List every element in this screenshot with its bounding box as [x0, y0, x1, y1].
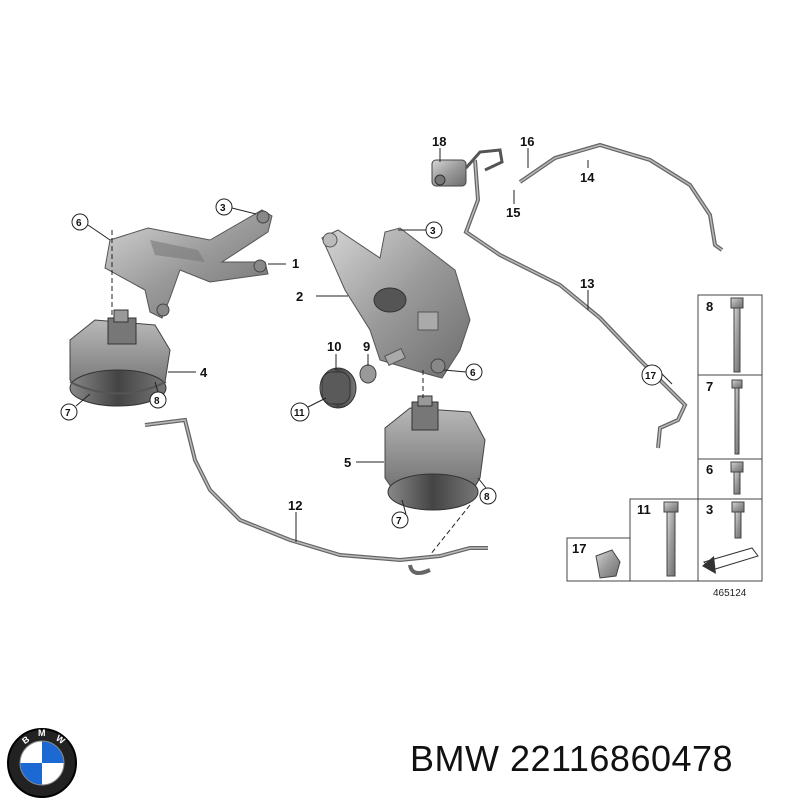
bolt-8-icon [730, 297, 744, 373]
figure-number: 465124 [713, 588, 747, 599]
callout-6-center: 6 [470, 368, 476, 379]
engine-mount-center [384, 370, 486, 511]
callout-17: 17 [645, 371, 657, 382]
legend-label-17: 17 [572, 541, 586, 556]
callout-4: 4 [200, 365, 208, 380]
callouts: 1 2 3 3 4 5 6 6 7 7 8 [60, 134, 673, 542]
callout-11: 11 [294, 408, 305, 419]
part-number: 22116860478 [510, 738, 734, 779]
bolt-7-icon [731, 379, 743, 455]
bracket-left [104, 209, 273, 319]
valve-18 [431, 148, 504, 187]
legend-label-11: 11 [637, 502, 651, 517]
callout-7-left: 7 [65, 408, 71, 419]
callout-10: 10 [327, 339, 341, 354]
callout-16: 16 [520, 134, 534, 149]
hose-13-14 [463, 142, 724, 449]
callout-14: 14 [580, 170, 595, 185]
nut-6-icon [730, 461, 744, 495]
callout-15: 15 [506, 205, 520, 220]
callout-5: 5 [344, 455, 351, 470]
callout-6-left: 6 [76, 218, 82, 229]
callout-18: 18 [432, 134, 446, 149]
callout-9: 9 [363, 339, 370, 354]
fastener-legend: 8 7 6 11 3 17 [566, 294, 763, 599]
hose-12 [144, 417, 488, 576]
direction-arrow-icon [702, 547, 759, 574]
callout-8-left: 8 [154, 396, 160, 407]
engine-mount-left [69, 230, 171, 407]
legend-label-8: 8 [706, 299, 713, 314]
callout-3-center: 3 [430, 226, 436, 237]
legend-label-3: 3 [706, 502, 713, 517]
callout-12: 12 [288, 498, 302, 513]
callout-2: 2 [296, 289, 303, 304]
bolt-3-icon [731, 501, 745, 539]
bracket-center [321, 227, 471, 379]
legend-label-7: 7 [706, 379, 713, 394]
legend-label-6: 6 [706, 462, 713, 477]
clip-17-icon [595, 549, 621, 579]
svg-text:M: M [38, 728, 46, 738]
callout-8-center: 8 [484, 492, 490, 503]
callout-13: 13 [580, 276, 594, 291]
part-title: BMW 22116860478 [410, 738, 733, 780]
callout-1: 1 [292, 256, 299, 271]
callout-3-left: 3 [220, 203, 226, 214]
callout-7-center: 7 [396, 516, 402, 527]
bolt-11-icon [663, 501, 679, 577]
brand-name: BMW [410, 738, 500, 779]
svg-text:B: B [20, 734, 31, 746]
bushing [319, 348, 406, 409]
bmw-logo: B M W [7, 728, 77, 798]
